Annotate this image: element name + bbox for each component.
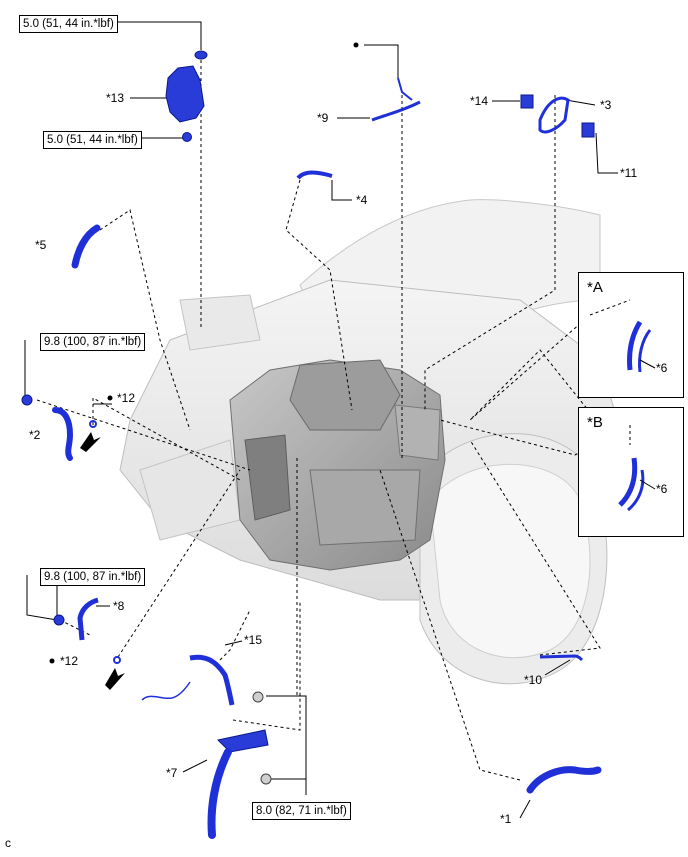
callout-7: *7 <box>166 766 178 780</box>
callout-5: *5 <box>35 238 47 252</box>
torque-box-left-b: 9.8 (100, 87 in.*lbf) <box>40 568 146 586</box>
callout-12-top: *12 <box>117 391 136 405</box>
torque-box-top: 5.0 (51, 44 in.*lbf) <box>19 15 118 33</box>
callout-1: *1 <box>500 812 512 826</box>
inset-a-frame <box>578 272 684 398</box>
inset-b-label: *B <box>587 414 603 431</box>
callout-10: *10 <box>524 673 543 687</box>
callout-9: *9 <box>317 111 329 125</box>
figure-code: c <box>5 836 11 850</box>
callout-6-inset-a: *6 <box>656 361 668 375</box>
callout-3: *3 <box>600 98 612 112</box>
inset-a-label: *A <box>587 279 603 296</box>
callout-15: *15 <box>244 633 263 647</box>
callout-2: *2 <box>29 428 41 442</box>
engine-block <box>229 359 446 571</box>
callout-11: *11 <box>620 166 638 180</box>
callout-4: *4 <box>356 193 368 207</box>
arrows <box>80 432 125 690</box>
torque-box-bottom: 8.0 (82, 71 in.*lbf) <box>252 802 351 820</box>
dot-markers <box>49 42 359 664</box>
solid-leaders <box>24 21 656 819</box>
parts <box>21 50 602 839</box>
callout-12-bottom: *12 <box>60 654 79 668</box>
torque-box-left-a: 9.8 (100, 87 in.*lbf) <box>40 333 146 351</box>
torque-box-mid: 5.0 (51, 44 in.*lbf) <box>43 131 142 149</box>
callout-6-inset-b: *6 <box>656 482 668 496</box>
callout-14: *14 <box>470 94 489 108</box>
callout-13: *13 <box>106 91 125 105</box>
callout-8: *8 <box>113 599 125 613</box>
